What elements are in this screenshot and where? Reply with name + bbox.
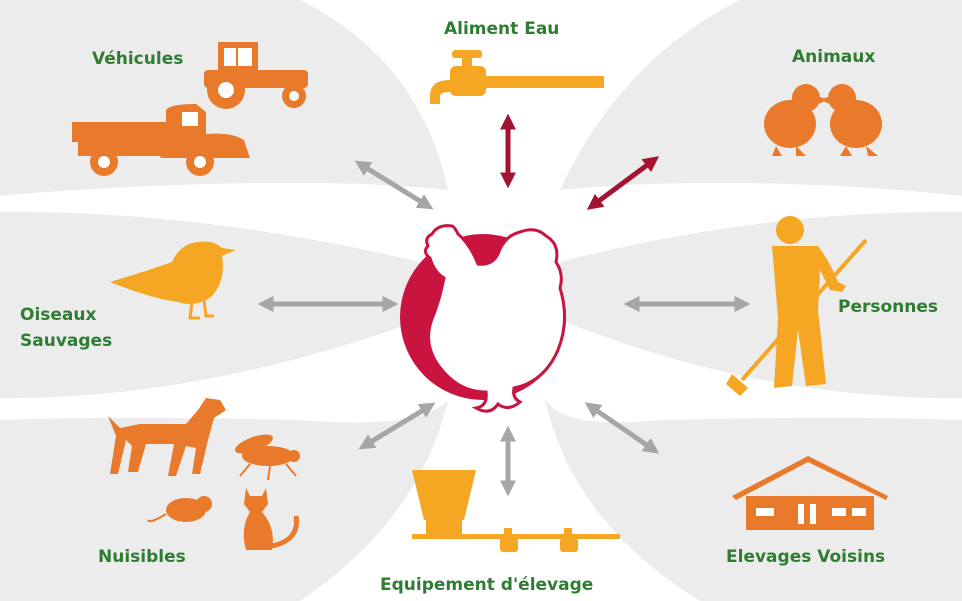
label-animaux: Animaux xyxy=(792,47,875,67)
group-personnes: Personnes xyxy=(726,216,938,396)
label-oiseaux-line2: Sauvages xyxy=(20,331,112,351)
label-aliment-eau: Aliment Eau xyxy=(444,19,559,39)
label-nuisibles: Nuisibles xyxy=(98,547,186,567)
tractor-icon xyxy=(204,42,308,109)
group-oiseaux: Oiseaux Sauvages xyxy=(20,241,236,351)
mouse-icon xyxy=(147,496,212,523)
group-elevages-voisins: Elevages Voisins xyxy=(726,456,888,567)
arrows xyxy=(257,113,751,497)
arrow-vehicules xyxy=(354,160,434,210)
group-aliment-eau: Aliment Eau xyxy=(430,19,604,104)
feeder-icon xyxy=(412,470,620,552)
label-elevages-voisins: Elevages Voisins xyxy=(726,547,885,567)
truck-icon xyxy=(72,104,250,176)
group-nuisibles: Nuisibles xyxy=(98,398,300,567)
label-oiseaux-line1: Oiseaux xyxy=(20,305,97,325)
wild-bird-icon xyxy=(110,241,236,320)
group-animaux: Animaux xyxy=(764,47,882,156)
water-tap-icon xyxy=(430,50,604,104)
band-bottom-left xyxy=(0,400,448,601)
chicks-icon xyxy=(764,84,882,156)
hen-icon xyxy=(423,224,567,413)
label-equipement: Equipement d'élevage xyxy=(380,575,593,595)
dog-icon xyxy=(108,398,226,476)
band-top-right xyxy=(560,0,962,196)
cat-icon xyxy=(243,488,299,550)
group-equipement: Equipement d'élevage xyxy=(380,470,620,595)
person-sweeping-icon xyxy=(726,216,868,396)
arrow-animaux xyxy=(586,156,660,210)
label-personnes: Personnes xyxy=(838,297,938,317)
fly-icon xyxy=(235,434,300,481)
label-vehicules: Véhicules xyxy=(92,49,183,69)
farm-building-icon xyxy=(732,456,888,530)
band-middle xyxy=(0,211,962,399)
arrow-nuisibles xyxy=(358,402,436,450)
group-vehicules: Véhicules xyxy=(72,42,308,176)
arrow-elevages-voisins xyxy=(584,402,660,454)
center-hen xyxy=(400,224,567,413)
